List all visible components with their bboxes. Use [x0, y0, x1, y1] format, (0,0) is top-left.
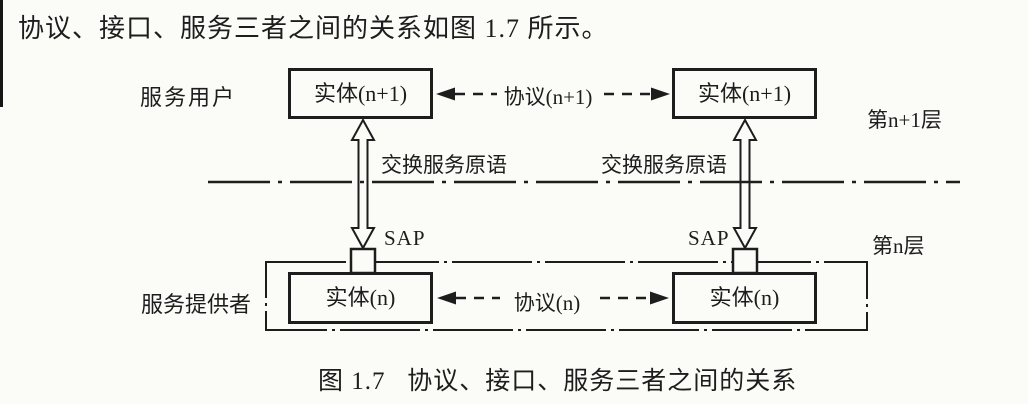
- sap-square-left: [349, 247, 377, 275]
- upper-protocol-arrowhead-right: [651, 87, 670, 101]
- protocol-n-label: 协议(n): [513, 291, 581, 315]
- double-arrow-right: [732, 117, 758, 251]
- sap-label-right: SAP: [688, 226, 730, 250]
- entity-box-n1-right: 实体(n+1): [672, 68, 817, 119]
- layer-n-plus-1-label: 第n+1层: [867, 108, 942, 132]
- figure-caption: 图 1.7 协议、接口、服务三者之间的关系: [318, 368, 798, 395]
- service-provider-label: 服务提供者: [141, 292, 252, 317]
- service-provider-box: [265, 261, 868, 331]
- entity-box-n1-left: 实体(n+1): [288, 68, 433, 119]
- sap-label-left: SAP: [384, 226, 426, 250]
- upper-protocol-arrowhead-left: [436, 87, 455, 101]
- entity-box-n-left: 实体(n): [288, 272, 433, 324]
- protocol-n-plus-1-label: 协议(n+1): [503, 85, 593, 109]
- service-user-label: 服务用户: [140, 85, 237, 110]
- double-arrow-left: [350, 117, 376, 251]
- exchange-primitives-label-left: 交换服务原语: [381, 153, 507, 177]
- layer-n-label: 第n层: [872, 234, 925, 258]
- lower-protocol-arrowhead-right: [650, 291, 669, 305]
- exchange-primitives-label-right: 交换服务原语: [601, 153, 727, 177]
- intro-text: 协议、接口、服务三者之间的关系如图 1.7 所示。: [18, 14, 609, 43]
- entity-box-n-right: 实体(n): [672, 272, 817, 324]
- lower-protocol-arrowhead-left: [437, 291, 456, 305]
- sap-square-right: [731, 247, 759, 275]
- scan-artifact: [0, 0, 3, 107]
